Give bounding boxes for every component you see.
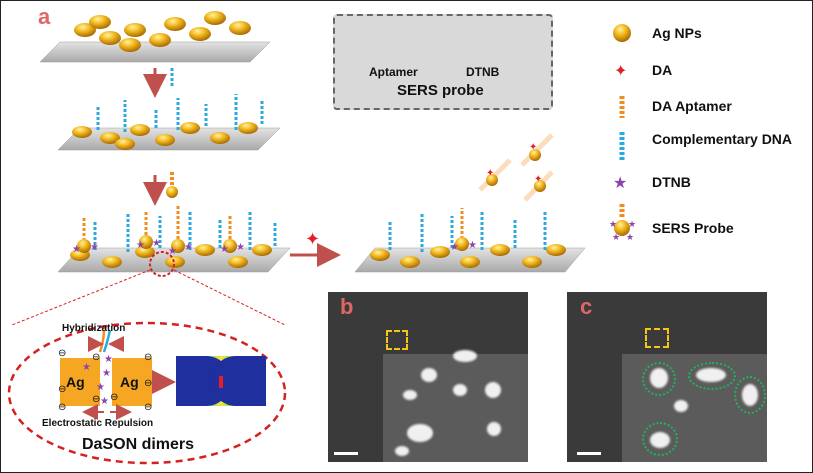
svg-text:★: ★ — [168, 246, 177, 257]
substrate-after-da: ★★ — [354, 208, 586, 273]
probe-box-title: SERS probe — [397, 82, 484, 99]
probe-aptamer-label: Aptamer — [369, 65, 418, 79]
legend-dtnb: DTNB — [652, 174, 691, 190]
svg-text:⊖: ⊖ — [144, 352, 152, 363]
scale-bar-b — [334, 452, 358, 455]
svg-text:★: ★ — [72, 244, 81, 255]
svg-text:★: ★ — [100, 396, 109, 407]
arrow2-probe — [166, 172, 178, 198]
panel-label-b: b — [340, 294, 354, 319]
svg-text:⊖: ⊖ — [58, 348, 66, 359]
svg-text:⊖: ⊖ — [92, 352, 100, 363]
svg-text:⊖: ⊖ — [144, 402, 152, 413]
svg-text:★: ★ — [104, 354, 113, 365]
svg-text:⊖: ⊖ — [144, 378, 152, 389]
substrate-with-probes: ★ ★ ★ ★ ★ ★ ★ ★ — [57, 206, 291, 277]
legend-da-aptamer: DA Aptamer — [652, 98, 732, 114]
svg-text:★: ★ — [612, 233, 620, 243]
svg-text:★: ★ — [609, 220, 617, 230]
dimer-zoom: ⊖ ⊖ ⊖ ⊖ ⊖ ⊖ ⊖ ⊖ ⊖ ★ ★ ★ ★ ★ — [7, 321, 287, 465]
svg-text:✦: ✦ — [614, 61, 627, 80]
substrate-with-dna — [57, 94, 281, 151]
svg-text:★: ★ — [90, 242, 99, 253]
svg-text:★: ★ — [184, 242, 193, 253]
svg-text:★: ★ — [236, 242, 245, 253]
sem-inset-b — [383, 350, 528, 462]
scale-bar-c — [577, 452, 601, 455]
zoom-highlight — [149, 251, 175, 277]
sem-panel-c — [567, 292, 767, 462]
dason-dimers-title: DaSON dimers — [82, 436, 195, 453]
svg-text:✦: ✦ — [486, 168, 494, 179]
substrate-bare — [39, 11, 271, 63]
svg-text:★: ★ — [613, 173, 627, 192]
legend-icons: ✦ ★ ★ ★ ★ ★ — [609, 24, 636, 243]
svg-text:★: ★ — [468, 240, 477, 251]
sem-inset-c — [622, 354, 767, 462]
svg-text:★: ★ — [102, 368, 111, 379]
svg-text:✦: ✦ — [529, 142, 537, 153]
legend-da: DA — [652, 62, 673, 78]
probe-dtnb-label: DTNB — [466, 65, 500, 79]
ag-left-label: Ag — [66, 374, 85, 390]
electrostatic-repulsion-label: Electrostatic Repulsion — [42, 418, 154, 429]
panel-label-c: c — [580, 294, 593, 319]
panel-label-a: a — [38, 4, 51, 29]
svg-text:★: ★ — [626, 233, 634, 243]
svg-text:★: ★ — [152, 238, 161, 249]
svg-text:★: ★ — [82, 362, 91, 373]
svg-text:✦: ✦ — [534, 174, 542, 185]
svg-text:⊖: ⊖ — [92, 394, 100, 405]
svg-text:⊖: ⊖ — [110, 392, 118, 403]
da-add-icon: ✦ — [305, 229, 320, 250]
sers-probe-box — [333, 14, 553, 110]
hybridization-label: Hybridization — [62, 323, 126, 334]
sem-panel-b — [328, 292, 528, 462]
legend-ag-nps: Ag NPs — [652, 25, 702, 41]
ag-np-row-1 — [74, 11, 251, 52]
legend-complementary-dna: Complementary DNA — [652, 131, 793, 147]
ag-right-label: Ag — [120, 374, 139, 390]
svg-text:★: ★ — [96, 382, 105, 393]
svg-text:★: ★ — [450, 242, 459, 253]
svg-text:★: ★ — [220, 244, 229, 255]
svg-text:★: ★ — [628, 220, 636, 230]
svg-text:⊖: ⊖ — [58, 402, 66, 413]
svg-text:★: ★ — [136, 240, 145, 251]
svg-text:⊖: ⊖ — [58, 384, 66, 395]
legend-sers-probe: SERS Probe — [652, 220, 734, 236]
released-probes: ✦ ✦ ✦ — [478, 133, 554, 202]
